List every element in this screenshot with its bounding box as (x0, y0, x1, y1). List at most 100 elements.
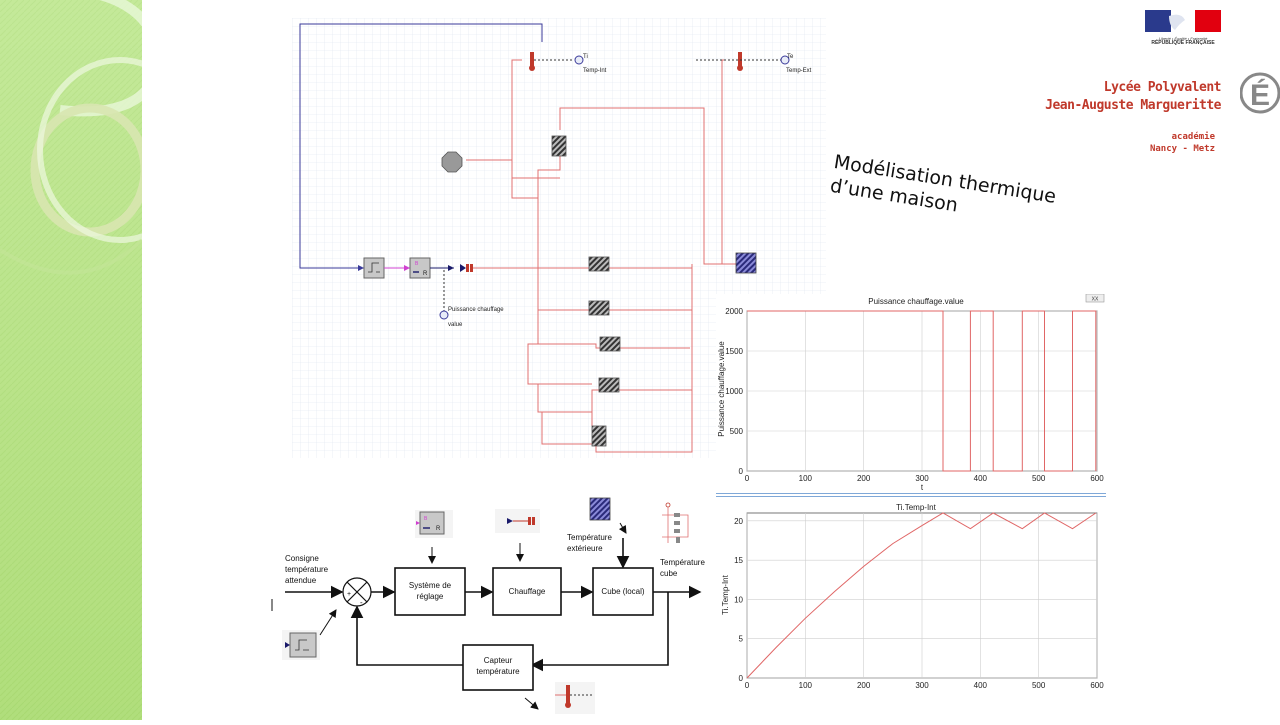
summing-junction: + - (342, 577, 372, 607)
capteur-label-line1: Capteur (484, 656, 513, 665)
c1-ytick-label: 2000 (725, 307, 743, 316)
c2-xtick-label: 600 (1090, 681, 1104, 690)
capteur-block (462, 644, 534, 691)
reglage-icon-r: R (436, 526, 441, 532)
cube-label: Cube (local) (601, 587, 644, 596)
c1-xtick-label: 200 (857, 474, 871, 483)
thermostat-icon (282, 630, 320, 660)
power-sensor-port (439, 310, 449, 320)
school-letter: É (1250, 78, 1270, 112)
chauffage-block (492, 567, 562, 616)
reglage-label-line2: réglage (417, 592, 444, 601)
wall-block-floor (591, 425, 607, 447)
sensor-int-label: Temp-Int (583, 68, 607, 74)
c2-xtick-label: 0 (745, 681, 750, 690)
c2-xtick-label: 400 (974, 681, 988, 690)
c1-ytick-label: 0 (739, 467, 744, 476)
hysteresis-block (363, 257, 385, 279)
slide-title: Modélisation thermique d’une maison (822, 150, 1093, 280)
c1-xtick-label: 0 (745, 474, 750, 483)
chart-heating-power: Puissance chauffage.value XX 0 100 200 300 4… (716, 293, 1106, 492)
power-label-line2: value (448, 322, 463, 328)
sensor-ext-name: Te (787, 54, 794, 60)
chauffage-icon (495, 509, 540, 533)
republique-name: RÉPUBLIQUE FRANÇAISE (1151, 40, 1215, 46)
power-label-line1: Puissance chauffage (448, 307, 504, 313)
school-name-line2: Jean-Auguste Margueritte (1045, 98, 1221, 113)
reglage-block (394, 567, 466, 616)
exterior-icon (589, 497, 611, 521)
academie-line2: Nancy - Metz (1149, 144, 1215, 154)
school-e-logo-icon: É (1240, 72, 1280, 114)
c2-xtick-label: 300 (915, 681, 929, 690)
chart-separator (716, 493, 1106, 497)
plus-sign: + (347, 591, 351, 598)
chart1-series-line (747, 310, 1097, 472)
wall-block-3 (599, 336, 621, 352)
sensor-ext-port (780, 55, 790, 65)
c1-ytick-label: 500 (730, 427, 744, 436)
school-name-line1: Lycée Polyvalent (1103, 80, 1222, 95)
c2-xtick-label: 200 (857, 681, 871, 690)
c2-ytick-label: 15 (734, 556, 743, 565)
chart1-xlabel: t (921, 483, 924, 490)
logos: Liberté • Égalité • Fraternité RÉPUBLIQU… (1045, 6, 1280, 166)
chart2-title: Ti.Temp-Int (896, 503, 936, 512)
chart1-close-button[interactable] (1085, 293, 1105, 303)
c2-ytick-label: 20 (734, 517, 743, 526)
consigne-label-line1: Consigne (285, 554, 319, 563)
temp-ext-label-line2: extérieure (567, 544, 603, 553)
thermometer-int-icon (529, 52, 574, 71)
minus-sign: - (360, 598, 363, 607)
c1-xtick-label: 600 (1090, 474, 1104, 483)
sensor-int-name: Ti (583, 54, 588, 60)
exterior-block (735, 252, 757, 274)
c1-ytick-label: 1500 (725, 347, 743, 356)
consigne-label-line2: température (285, 565, 329, 574)
chart1-ylabel: Puissance chauffage.value (717, 341, 726, 437)
chart1-close-label: XX (1092, 297, 1099, 303)
c2-xtick-label: 500 (1032, 681, 1046, 690)
sensor-int-port (574, 55, 584, 65)
marianne-logo (1145, 10, 1221, 32)
reglage-label-line1: Système de (409, 581, 452, 590)
c2-ytick-label: 5 (739, 635, 744, 644)
heat-source-icon (460, 264, 473, 272)
feedback-wire (299, 23, 543, 269)
chart2-ylabel: Ti.Temp-Int (721, 574, 730, 614)
temp-cube-label-line1: Température (660, 558, 705, 567)
chart1-title: Puissance chauffage.value (868, 297, 964, 306)
temp-ext-label-line1: Température (567, 533, 612, 542)
reglage-icon: B R (415, 510, 453, 538)
wall-block-1 (588, 256, 610, 272)
c2-ytick-label: 10 (734, 595, 743, 604)
academie-line1: académie (1171, 132, 1215, 142)
c1-xtick-label: 500 (1032, 474, 1046, 483)
capteur-label-line2: température (476, 667, 520, 676)
consigne-label-line3: attendue (285, 576, 317, 585)
republique-motto: Liberté • Égalité • Fraternité (1158, 36, 1208, 41)
control-block-diagram: Consigne température attendue + - Systèm… (270, 495, 715, 720)
c1-ytick-label: 1000 (725, 387, 743, 396)
thermometer-ext-icon (694, 52, 782, 71)
chart2-series-line (746, 512, 1097, 679)
reglage-icon-b: B (424, 516, 428, 522)
wall-block-2 (588, 300, 610, 316)
temp-cube-label-line2: cube (660, 569, 678, 578)
c1-xtick-label: 100 (799, 474, 813, 483)
block-r-label: R (423, 271, 428, 277)
green-swirl-decoration (0, 0, 142, 720)
input-arrow-icon (358, 265, 364, 271)
block-b-label: B (415, 261, 419, 267)
c1-xtick-label: 300 (915, 474, 929, 483)
chauffage-label: Chauffage (509, 587, 546, 596)
decorative-left-band (0, 0, 142, 720)
c2-xtick-label: 100 (799, 681, 813, 690)
heat-capacity-icon (441, 151, 463, 173)
sensor-ext-label: Temp-Ext (786, 68, 812, 74)
wall-block-4 (598, 377, 620, 393)
c1-xtick-label: 400 (974, 474, 988, 483)
cube-icon (662, 502, 689, 543)
capteur-icon (555, 682, 595, 714)
